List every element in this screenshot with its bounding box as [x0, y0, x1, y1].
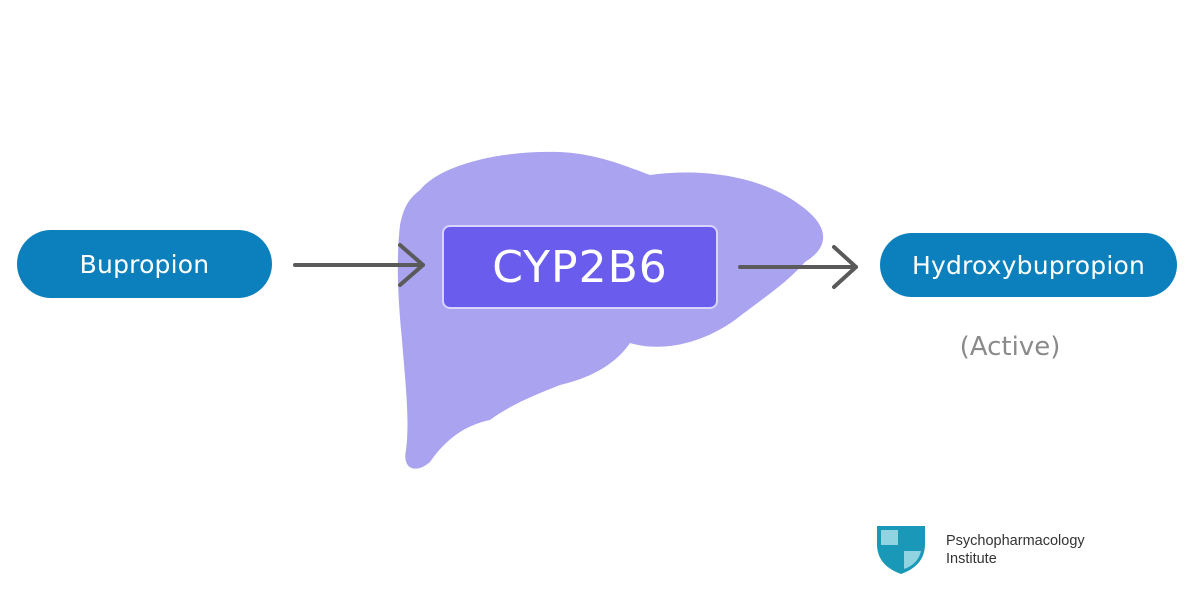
brand-logo-block: Psychopharmacology Institute [875, 520, 1135, 576]
substrate-pill: Bupropion [17, 230, 272, 298]
product-label: Hydroxybupropion [911, 250, 1146, 280]
shield-cross-icon [877, 526, 925, 574]
liver-shape [397, 151, 824, 469]
product-note: (Active) [959, 332, 1061, 362]
product-pill: Hydroxybupropion [880, 233, 1177, 297]
arrow-substrate-to-enzyme [293, 243, 425, 287]
brand-name: Psychopharmacology Institute [946, 532, 1085, 568]
enzyme-box: CYP2B6 [442, 225, 718, 309]
enzyme-label: CYP2B6 [492, 241, 668, 293]
substrate-label: Bupropion [79, 249, 210, 279]
arrow-enzyme-to-product [738, 245, 858, 289]
brand-line-1: Psychopharmacology [946, 533, 1085, 549]
brand-line-2: Institute [946, 551, 997, 567]
